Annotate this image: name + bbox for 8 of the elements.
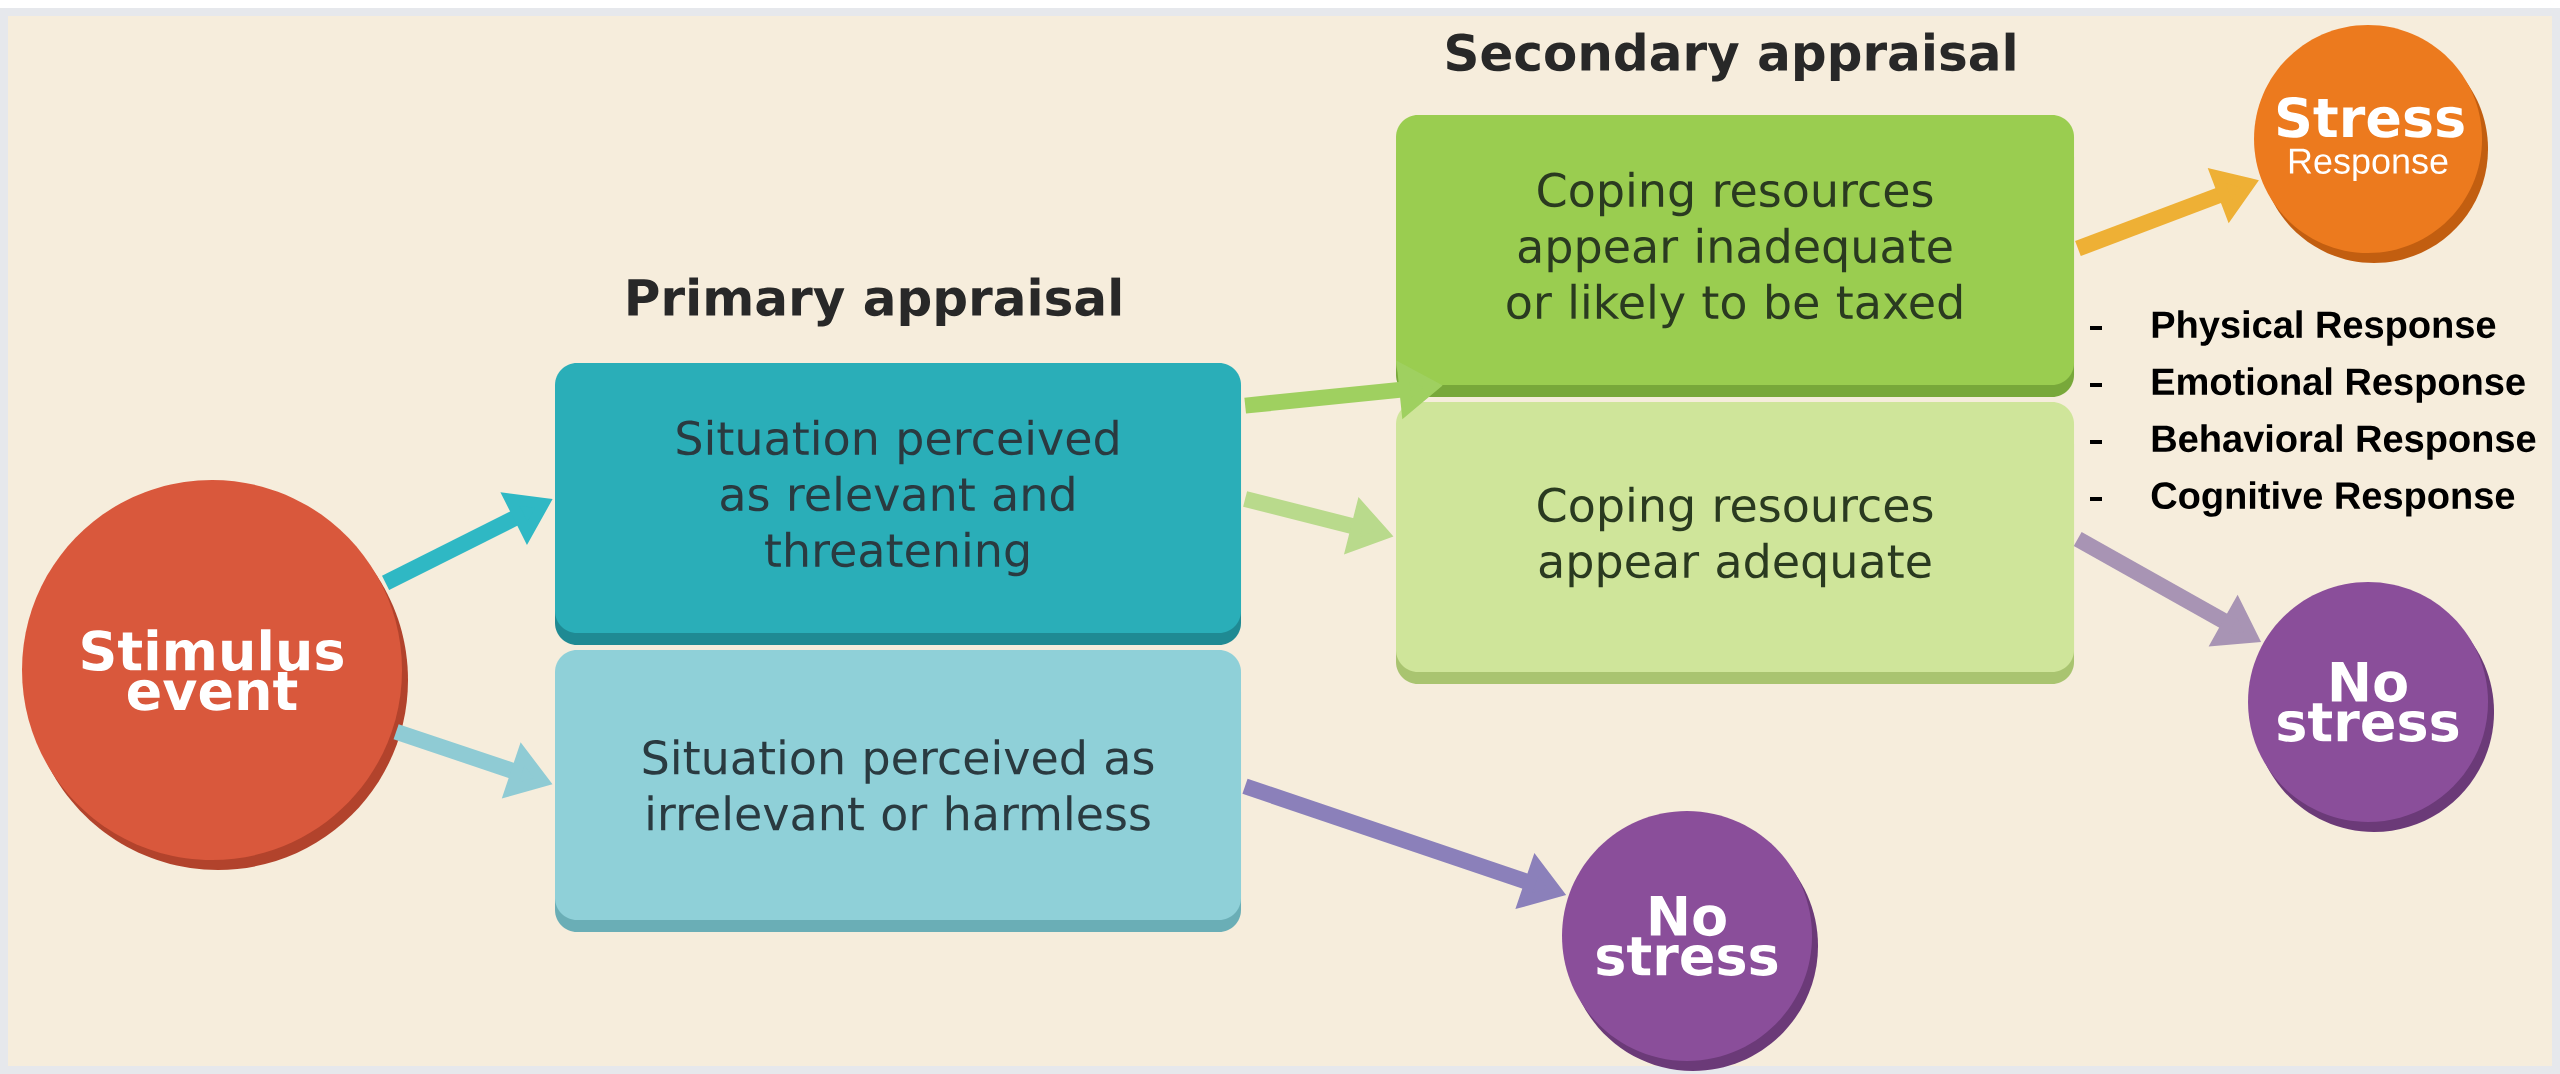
appraisal-box: Situation perceived as relevant and threatening: [555, 363, 1241, 645]
appraisal-box: Situation perceived as irrelevant or harmless: [555, 650, 1241, 932]
list-item: Behavioral Response: [2152, 424, 2536, 460]
appraisal-box: Coping resources appear adequate: [1396, 402, 2074, 684]
list-item: Emotional Response: [2152, 367, 2525, 403]
list-item: Physical Response: [2152, 310, 2496, 346]
list-item: Cognitive Response: [2151, 481, 2515, 517]
appraisal-box: Coping resources appear inadequate or likely to be taxed: [1396, 115, 2074, 397]
